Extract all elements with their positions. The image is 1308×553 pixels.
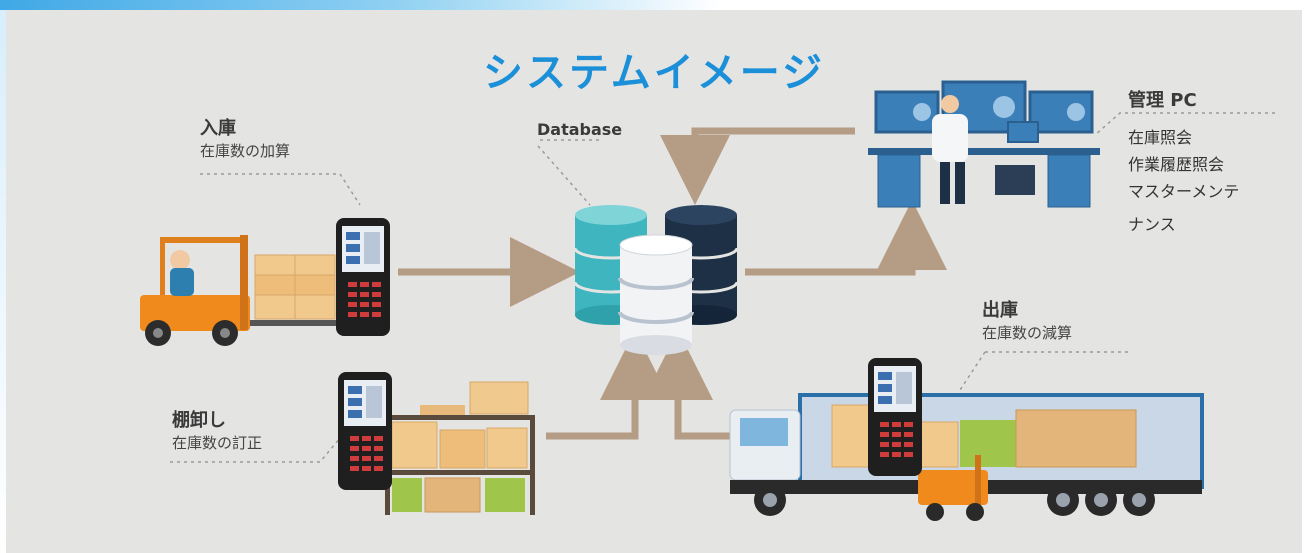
handheld-terminal-outbound bbox=[868, 358, 922, 476]
arrow-admin-to-db bbox=[660, 127, 855, 205]
shelf-illustration bbox=[385, 381, 535, 515]
leader-outbound bbox=[959, 351, 986, 391]
small-forklift-illustration bbox=[918, 455, 988, 521]
flow-arrows bbox=[398, 127, 947, 440]
inbound-subtext: 在庫数の加算 bbox=[200, 142, 291, 160]
inventory-label: 棚卸し 在庫数の訂正 bbox=[172, 410, 262, 454]
leader-lines bbox=[170, 112, 1275, 463]
diagram-title: システムイメージ bbox=[483, 50, 825, 96]
arrow-db-to-admin bbox=[745, 200, 947, 276]
left-edge-bar bbox=[0, 10, 6, 553]
outbound-subtext: 在庫数の減算 bbox=[982, 324, 1073, 342]
outbound-heading: 出庫 bbox=[982, 300, 1018, 321]
admin-label: 管理 PC bbox=[1128, 90, 1197, 112]
leader-inventory bbox=[170, 431, 346, 463]
top-gradient-bar bbox=[0, 0, 1308, 10]
admin-feature-item: 作業履歴照会 bbox=[1128, 155, 1225, 174]
database-label: Database bbox=[537, 120, 623, 139]
arrow-outbound-to-db bbox=[643, 330, 735, 440]
inventory-heading: 棚卸し bbox=[172, 410, 226, 431]
db-cylinder-white bbox=[618, 234, 694, 355]
truck-illustration bbox=[729, 393, 1204, 516]
arrow-inventory-to-db bbox=[546, 330, 670, 440]
admin-feature-item: 在庫照会 bbox=[1128, 128, 1193, 147]
admin-feature-item: ナンス bbox=[1128, 215, 1176, 234]
admin-heading: 管理 PC bbox=[1128, 90, 1197, 111]
inbound-heading: 入庫 bbox=[200, 118, 236, 139]
database-icon bbox=[573, 205, 739, 355]
admin-feature-list: 在庫照会 作業履歴照会 マスターメンテ ナンス bbox=[1128, 124, 1239, 238]
handheld-terminal-inventory bbox=[338, 372, 392, 490]
inventory-subtext: 在庫数の訂正 bbox=[172, 434, 263, 452]
leader-db bbox=[537, 145, 591, 206]
forklift-illustration bbox=[140, 235, 340, 346]
admin-feature-item: マスターメンテ bbox=[1128, 182, 1240, 201]
outbound-label: 出庫 在庫数の減算 bbox=[982, 300, 1072, 344]
handheld-terminal-inbound bbox=[336, 218, 390, 336]
pallet-boxes-inbound bbox=[254, 254, 336, 320]
admin-workstation-illustration bbox=[868, 80, 1100, 208]
inbound-label: 入庫 在庫数の加算 bbox=[200, 118, 290, 162]
leader-admin bbox=[1094, 112, 1275, 136]
leader-inbound bbox=[200, 173, 361, 206]
